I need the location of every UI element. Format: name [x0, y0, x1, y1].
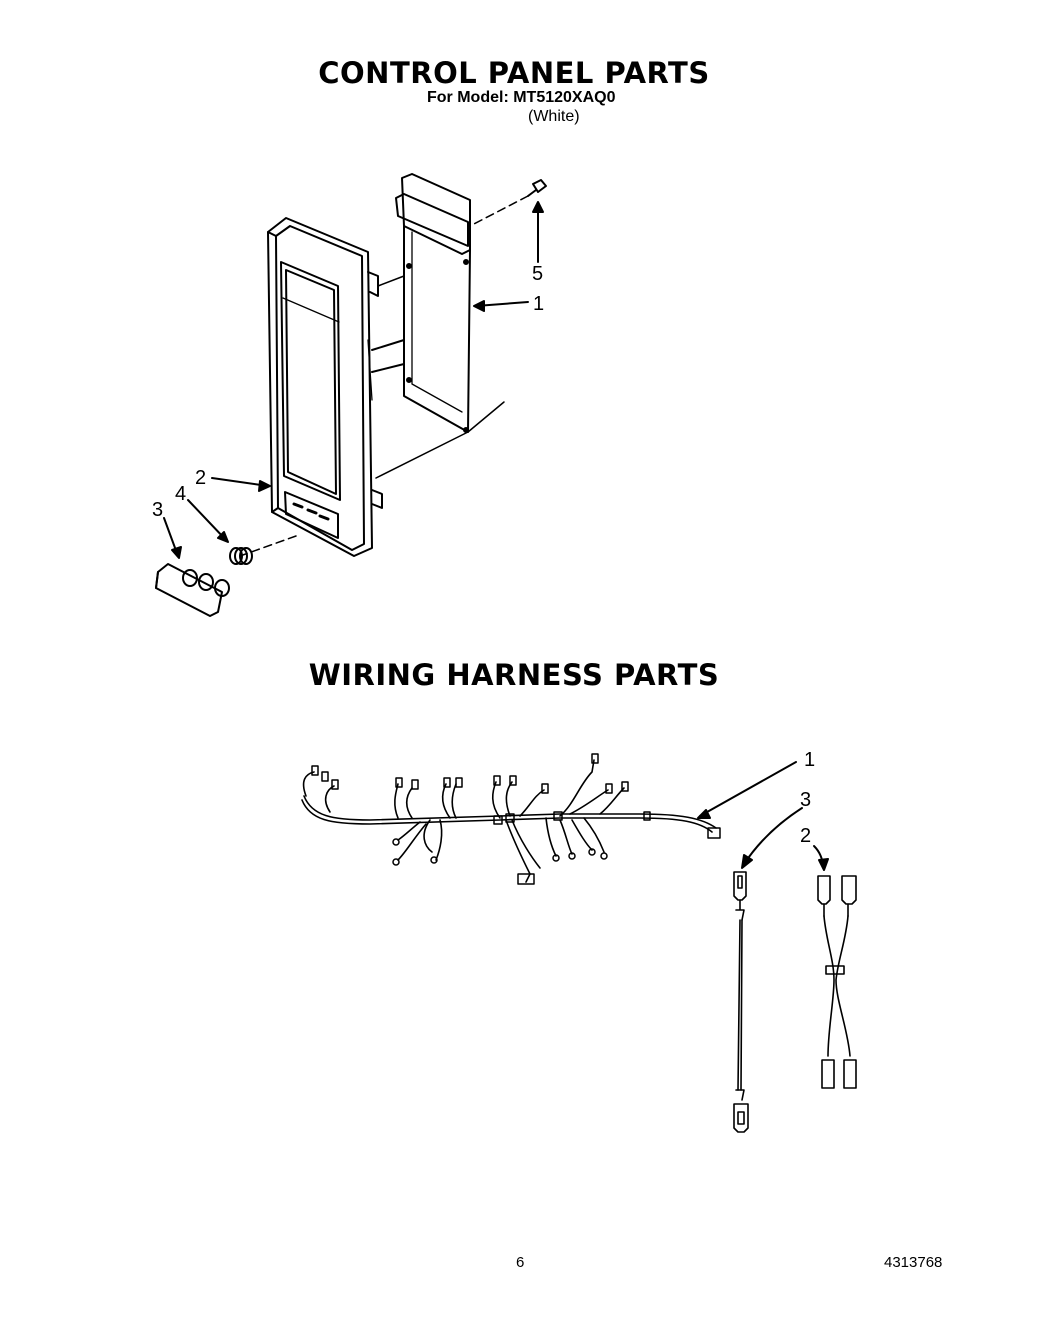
- callout-5: 5: [532, 263, 543, 285]
- single-jumper-wire: [733, 871, 749, 1133]
- control-panel-leaders: [163, 201, 544, 559]
- harness-callout-3: 3: [800, 789, 811, 811]
- color-line: (White): [528, 108, 580, 125]
- control-board: [395, 173, 471, 433]
- callout-4: 4: [175, 483, 186, 505]
- model-line: For Model: MT5120XAQ0: [427, 89, 616, 106]
- page-number: 6: [516, 1254, 525, 1271]
- y-jumper-wire: [817, 875, 857, 1089]
- main-wiring-harness: [301, 759, 717, 883]
- harness-connectors: [311, 753, 721, 885]
- callout-3: 3: [152, 499, 163, 521]
- document-number: 4313768: [884, 1254, 943, 1271]
- spring: [229, 547, 253, 565]
- callout-1: 1: [533, 293, 544, 315]
- control-panel-frame: [267, 217, 405, 557]
- alignment-lines: [239, 195, 529, 557]
- callout-2: 2: [195, 467, 206, 489]
- wiring-harness-title: WIRING HARNESS PARTS: [308, 658, 720, 692]
- harness-callout-2: 2: [800, 825, 811, 847]
- harness-leaders: [697, 761, 829, 871]
- control-panel-title: CONTROL PANEL PARTS: [318, 56, 710, 90]
- screw: [527, 179, 547, 197]
- button-strip: [155, 563, 230, 617]
- harness-callout-1: 1: [804, 749, 815, 771]
- alignment-lines-solid: [375, 275, 505, 479]
